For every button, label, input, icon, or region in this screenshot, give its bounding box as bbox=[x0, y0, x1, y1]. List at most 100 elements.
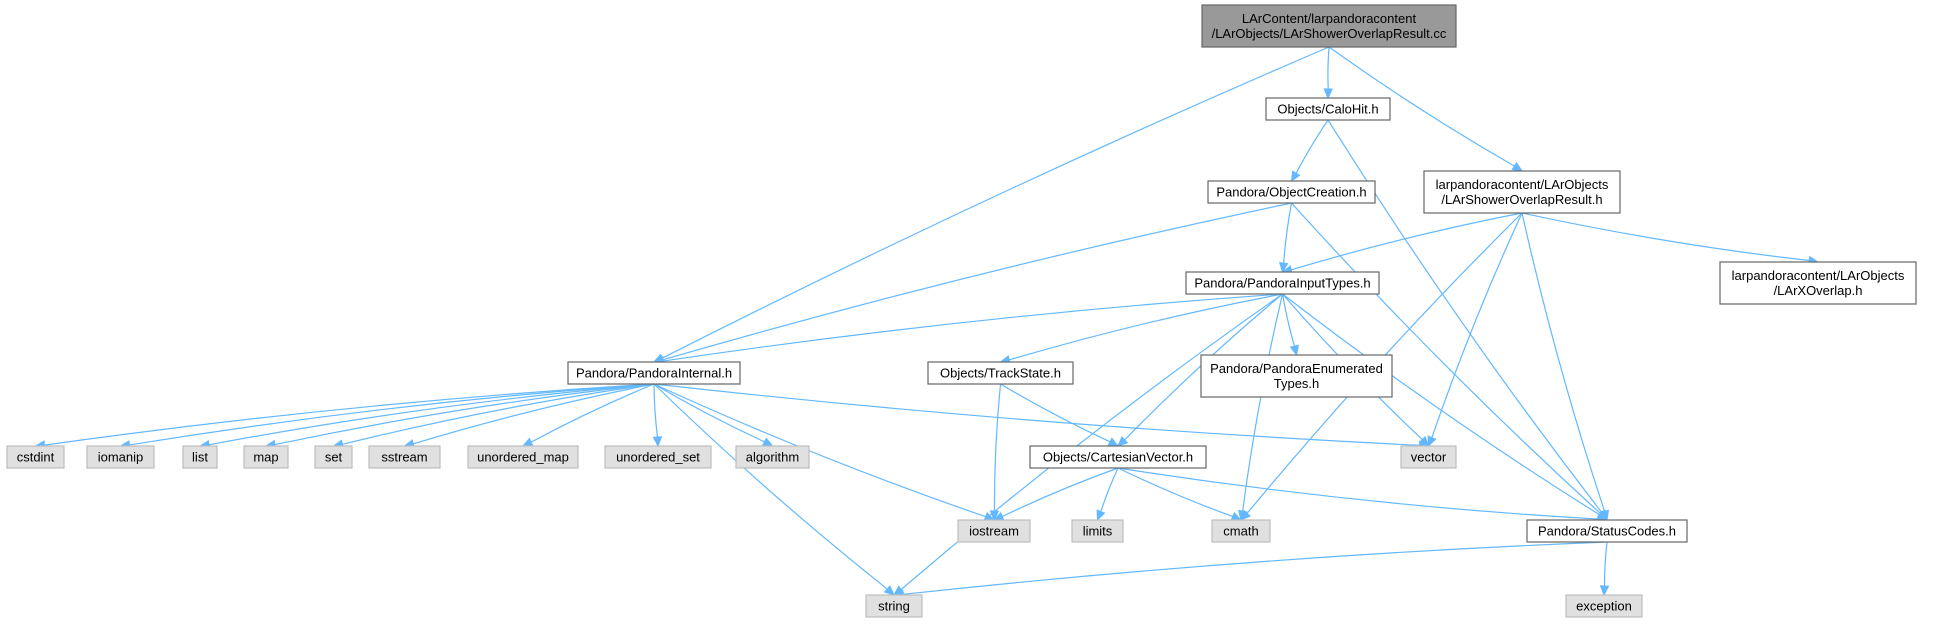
node-sstream[interactable]: sstream bbox=[368, 445, 441, 469]
arrowhead-icon bbox=[1290, 170, 1301, 183]
node-cmath[interactable]: cmath bbox=[1211, 519, 1271, 543]
edge-line bbox=[1283, 202, 1293, 264]
node-label: Pandora/PandoraInputTypes.h bbox=[1194, 276, 1370, 291]
node-label: cmath bbox=[1223, 524, 1258, 539]
node-box bbox=[865, 594, 923, 618]
node-box bbox=[86, 445, 155, 469]
node-unordered_map[interactable]: unordered_map bbox=[467, 445, 579, 469]
node-limits[interactable]: limits bbox=[1071, 519, 1124, 543]
arrowhead-icon bbox=[883, 585, 895, 596]
arrowhead-icon bbox=[1278, 261, 1289, 274]
edge-line bbox=[1521, 212, 1810, 262]
arrowhead-icon bbox=[1289, 344, 1300, 357]
arrowhead-icon bbox=[1238, 509, 1248, 522]
edge-line bbox=[1009, 293, 1283, 361]
node-cartesian[interactable]: Objects/CartesianVector.h bbox=[1029, 445, 1207, 469]
edge-line bbox=[1002, 467, 1119, 518]
node-label: larpandoracontent/LArObjects bbox=[1436, 177, 1609, 192]
edge-line bbox=[1282, 293, 1600, 516]
edge-line bbox=[653, 383, 765, 443]
node-exception[interactable]: exception bbox=[1565, 594, 1643, 618]
node-box bbox=[604, 445, 712, 469]
edge-line bbox=[1521, 212, 1606, 512]
edge-line bbox=[1117, 467, 1233, 518]
node-objcreation[interactable]: Pandora/ObjectCreation.h bbox=[1207, 180, 1376, 204]
edge-statuscodes-to-exception bbox=[1599, 541, 1610, 597]
node-inputtypes[interactable]: Pandora/PandoraInputTypes.h bbox=[1185, 271, 1380, 295]
node-label: Pandora/StatusCodes.h bbox=[1538, 524, 1676, 539]
node-box bbox=[1211, 519, 1271, 543]
edge-root-to-calohit bbox=[1323, 46, 1333, 100]
arrowhead-icon bbox=[1511, 161, 1524, 172]
node-label: /LArObjects/LArShowerOverlapResult.cc bbox=[1212, 26, 1447, 41]
edge-line bbox=[900, 293, 1283, 590]
node-label: vector bbox=[1411, 450, 1447, 465]
node-internal[interactable]: Pandora/PandoraInternal.h bbox=[567, 361, 741, 385]
node-statuscodes[interactable]: Pandora/StatusCodes.h bbox=[1526, 519, 1688, 543]
node-box bbox=[1719, 261, 1917, 305]
edge-line bbox=[662, 293, 1283, 362]
edge-line bbox=[1281, 293, 1296, 347]
node-label: Objects/CartesianVector.h bbox=[1043, 450, 1193, 465]
node-map[interactable]: map bbox=[243, 445, 289, 469]
node-label: iomanip bbox=[98, 450, 144, 465]
node-overlapresult[interactable]: larpandoracontent/LArObjects/LArShowerOv… bbox=[1423, 170, 1621, 214]
node-calohit[interactable]: Objects/CaloHit.h bbox=[1265, 97, 1391, 121]
node-string[interactable]: string bbox=[865, 594, 923, 618]
arrowhead-icon bbox=[521, 437, 534, 447]
node-label: Pandora/PandoraInternal.h bbox=[576, 366, 732, 381]
edge-trackstate-to-iostream bbox=[989, 383, 1002, 522]
edge-inputtypes-to-statuscodes bbox=[1282, 293, 1609, 521]
edge-overlapresult-to-xoverlap bbox=[1521, 212, 1820, 266]
node-box bbox=[1526, 519, 1688, 543]
node-xoverlap[interactable]: larpandoracontent/LArObjects/LArXOverlap… bbox=[1719, 261, 1917, 305]
node-label: Objects/TrackState.h bbox=[940, 366, 1061, 381]
node-label: /LArShowerOverlapResult.h bbox=[1441, 192, 1602, 207]
node-label: algorithm bbox=[746, 450, 799, 465]
node-box bbox=[1201, 4, 1457, 48]
node-label: list bbox=[192, 450, 208, 465]
node-label: set bbox=[325, 450, 343, 465]
edge-line bbox=[208, 383, 655, 446]
node-unordered_set[interactable]: unordered_set bbox=[604, 445, 712, 469]
node-box bbox=[1207, 180, 1376, 204]
edge-root-to-overlapresult bbox=[1328, 46, 1524, 172]
edge-internal-to-unordered_set bbox=[652, 383, 663, 448]
node-box bbox=[1565, 594, 1643, 618]
node-iomanip[interactable]: iomanip bbox=[86, 445, 155, 469]
node-vector[interactable]: vector bbox=[1400, 445, 1457, 469]
node-list[interactable]: list bbox=[182, 445, 218, 469]
edge-overlapresult-to-vector bbox=[1427, 212, 1523, 448]
node-iostream[interactable]: iostream bbox=[957, 519, 1031, 543]
node-root: LArContent/larpandoracontent/LArObjects/… bbox=[1201, 4, 1457, 48]
node-label: unordered_set bbox=[616, 450, 700, 465]
arrowhead-icon bbox=[989, 510, 1000, 522]
node-box bbox=[735, 445, 810, 469]
edge-line bbox=[274, 383, 655, 446]
node-box bbox=[567, 361, 741, 385]
node-box bbox=[6, 445, 65, 469]
edge-line bbox=[653, 383, 986, 518]
node-box bbox=[314, 445, 353, 469]
edge-cartesian-to-limits bbox=[1096, 467, 1119, 522]
node-box bbox=[1265, 97, 1391, 121]
node-label: unordered_map bbox=[477, 450, 569, 465]
edge-line bbox=[1000, 383, 1111, 443]
node-algorithm[interactable]: algorithm bbox=[735, 445, 810, 469]
arrowhead-icon bbox=[1107, 437, 1120, 447]
node-trackstate[interactable]: Objects/TrackState.h bbox=[927, 361, 1074, 385]
edge-inputtypes-to-string bbox=[893, 293, 1283, 596]
edge-line bbox=[1117, 467, 1599, 520]
edge-internal-to-algorithm bbox=[653, 383, 774, 447]
node-cstdint[interactable]: cstdint bbox=[6, 445, 65, 469]
node-set[interactable]: set bbox=[314, 445, 353, 469]
edge-line bbox=[1431, 212, 1523, 438]
node-label: LArContent/larpandoracontent bbox=[1242, 11, 1417, 26]
node-box bbox=[368, 445, 441, 469]
edge-overlapresult-to-inputtypes bbox=[1281, 212, 1523, 275]
node-box bbox=[243, 445, 289, 469]
edge-line bbox=[1328, 46, 1515, 167]
node-box bbox=[1185, 271, 1380, 295]
arrowhead-icon bbox=[1323, 88, 1333, 100]
